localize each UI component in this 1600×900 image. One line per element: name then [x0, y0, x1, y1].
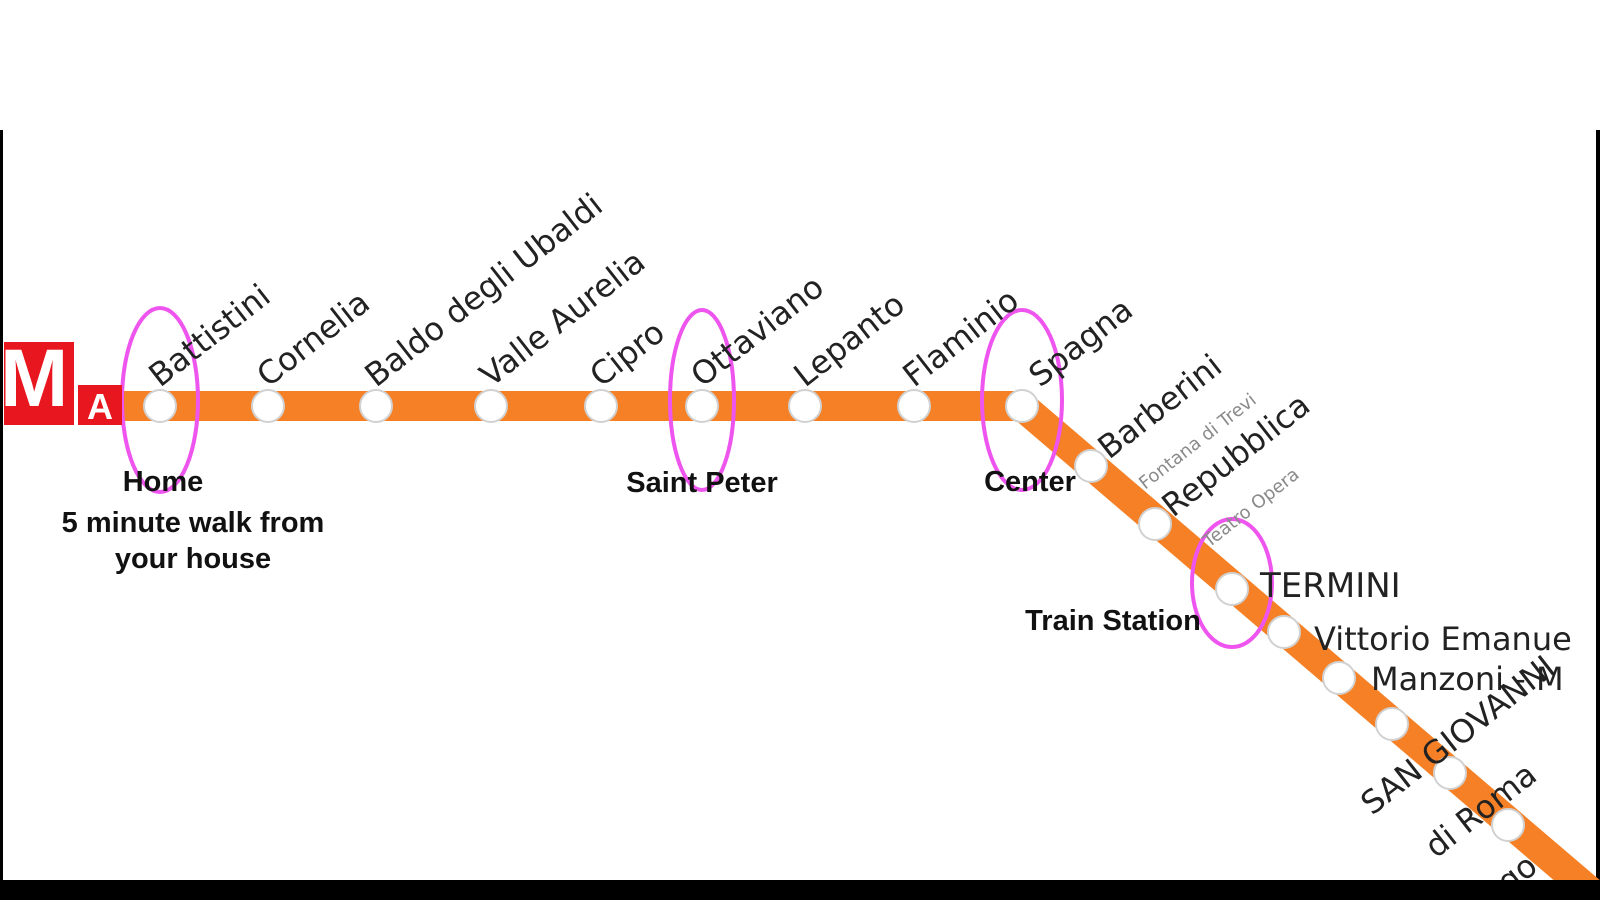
- station-marker-di-roma: [1433, 756, 1467, 790]
- station-marker-vittorio-emanue: [1267, 615, 1301, 649]
- line-a-badge: A: [78, 385, 122, 427]
- station-marker-spagna: [1005, 389, 1039, 423]
- station-marker-termini: [1215, 572, 1249, 606]
- station-label-battistini: Battistini: [142, 276, 278, 394]
- station-marker-flaminio: [897, 389, 931, 423]
- station-marker-cipro: [584, 389, 618, 423]
- right-border: [1596, 130, 1600, 880]
- station-marker-valle-aurelia: [474, 389, 508, 423]
- station-marker-battistini: [143, 389, 177, 423]
- home-walk-note-line1: 5 minute walk from: [62, 507, 325, 539]
- line-a-letter: A: [87, 386, 113, 427]
- station-marker-manzoni-m: [1322, 661, 1356, 695]
- top-margin: [0, 0, 1600, 130]
- center-label: Center: [984, 466, 1076, 498]
- train-station-label: Train Station: [1025, 605, 1201, 637]
- station-label-cipro: Cipro: [583, 313, 672, 394]
- home-walk-note-line2: your house: [115, 543, 271, 575]
- metro-logo: M: [4, 342, 74, 425]
- station-label-spagna: Spagna: [1022, 290, 1140, 394]
- highlight-ring-battistini: [120, 306, 200, 494]
- station-label-manzoni-m: Manzoni - M: [1371, 660, 1564, 698]
- station-marker-lepanto: [788, 389, 822, 423]
- station-label-termini: TERMINI: [1259, 566, 1401, 606]
- station-label-barberini: Barberini: [1091, 347, 1229, 467]
- station-marker-barberini: [1074, 449, 1108, 483]
- station-marker-ottaviano: [685, 389, 719, 423]
- bottom-bar: [0, 880, 1600, 900]
- station-label-flaminio: Flaminio: [896, 281, 1026, 395]
- station-marker-baldo-degli-ubaldi: [359, 389, 393, 423]
- left-border: [0, 130, 3, 880]
- metro-logo-letter: M: [4, 342, 69, 424]
- station-marker-cornelia: [251, 389, 285, 423]
- home-label: Home: [123, 466, 204, 498]
- station-marker-ngo: [1491, 808, 1525, 842]
- station-label-vittorio-emanue: Vittorio Emanue: [1314, 620, 1572, 658]
- station-marker-repubblica: [1138, 507, 1172, 541]
- highlight-ring-spagna: [980, 308, 1064, 492]
- highlight-ring-ottaviano: [668, 308, 736, 492]
- saint-peter-label: Saint Peter: [626, 467, 778, 499]
- highlight-ring-termini: [1190, 517, 1274, 649]
- station-marker-san-giovanni: [1375, 707, 1409, 741]
